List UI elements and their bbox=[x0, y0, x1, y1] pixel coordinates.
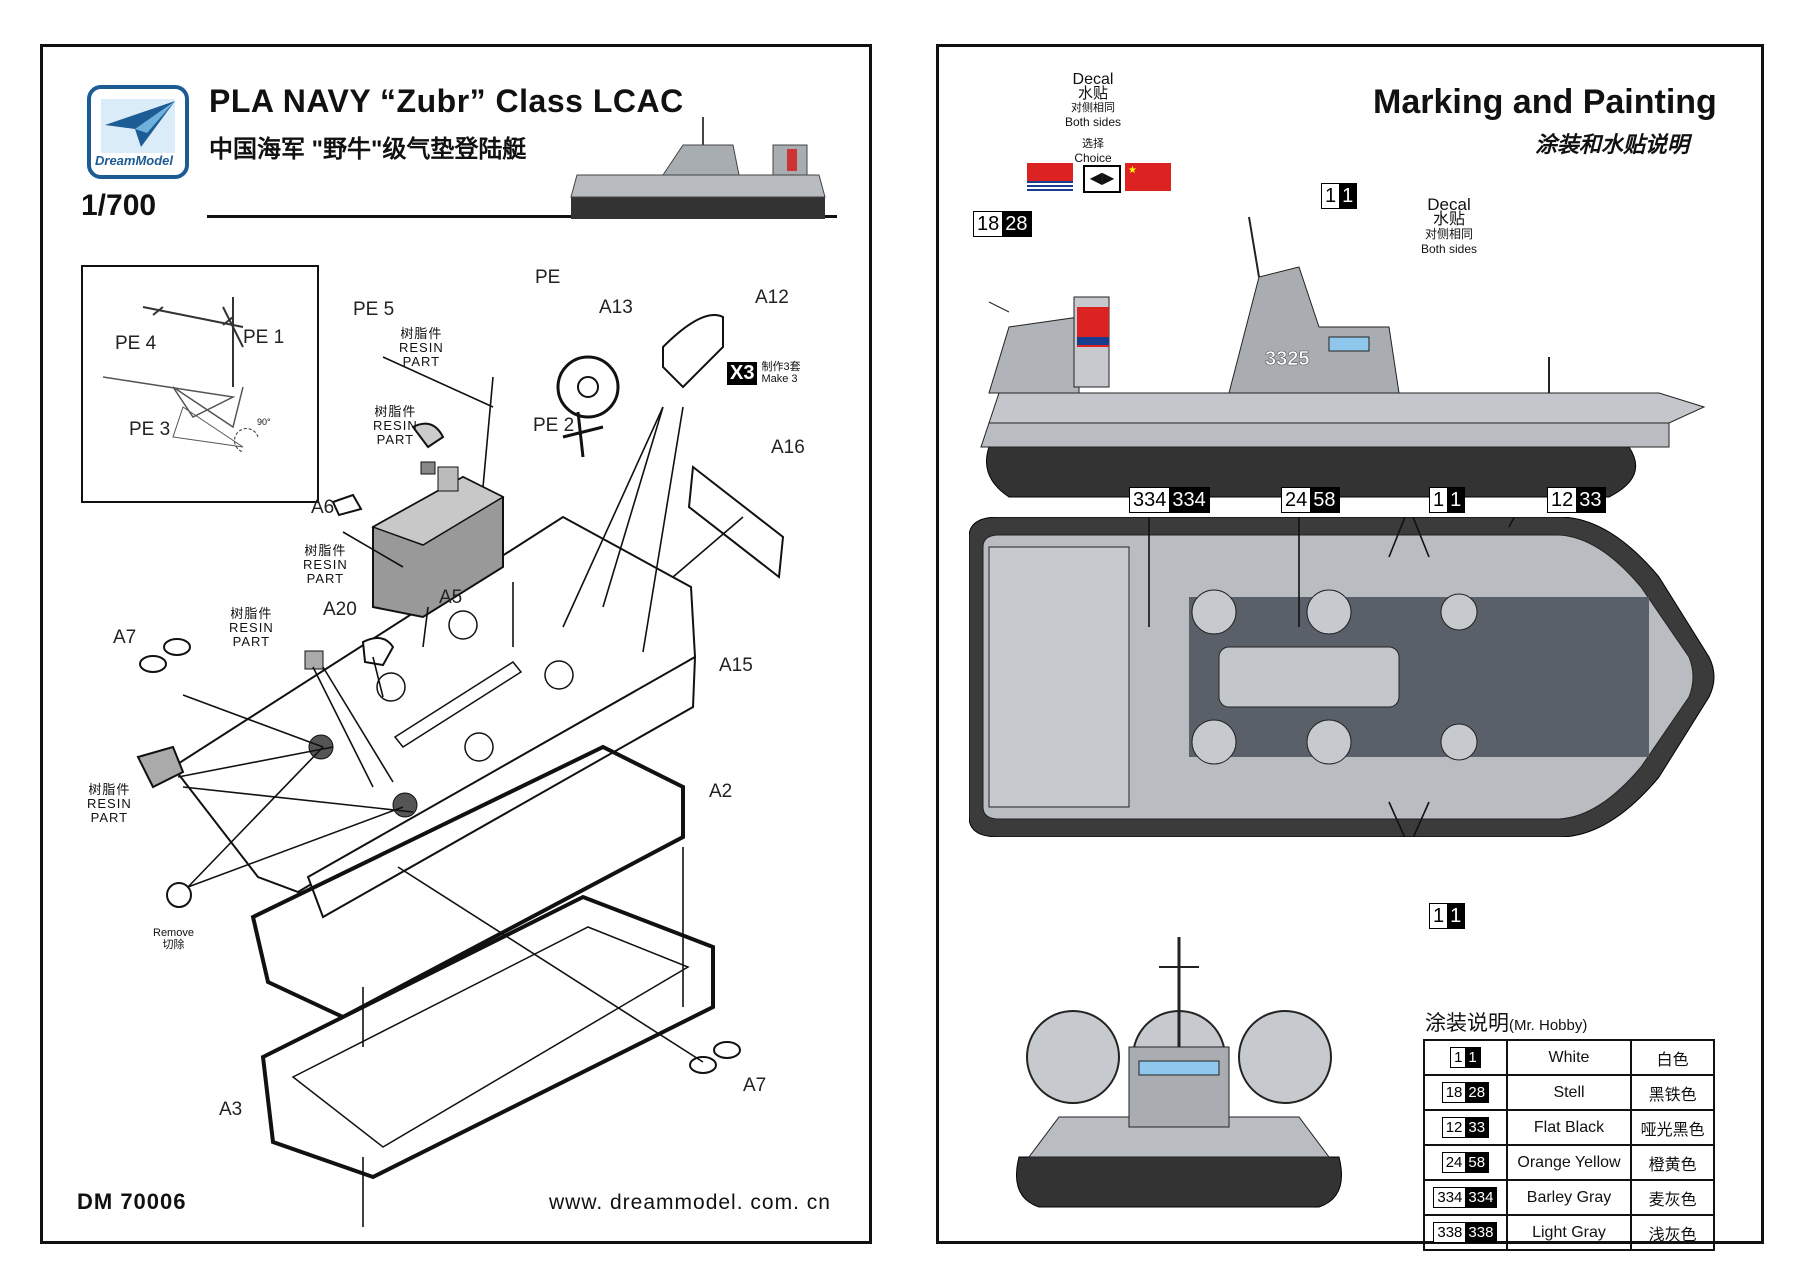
paint-name: White bbox=[1505, 1039, 1633, 1076]
label-a16: A16 bbox=[771, 437, 805, 458]
label-a20: A20 bbox=[323, 599, 357, 620]
title-underline bbox=[207, 215, 837, 218]
label-pe1: PE 1 bbox=[243, 327, 285, 348]
brand-text: DreamModel bbox=[95, 153, 174, 168]
label-pe4: PE 4 bbox=[115, 333, 157, 354]
label-a15: A15 bbox=[719, 655, 753, 676]
paint-name-cn: 浅灰色 bbox=[1630, 1214, 1715, 1251]
exploded-assembly-drawing bbox=[136, 314, 785, 1227]
paint-name: Stell bbox=[1505, 1074, 1633, 1111]
choice-arrow-icon: ◀▶ bbox=[1083, 165, 1121, 193]
label-a6: A6 bbox=[311, 497, 335, 518]
label-a7-upper: A7 bbox=[113, 627, 137, 648]
paint-name: Orange Yellow bbox=[1505, 1144, 1633, 1181]
title-marking-cn: 涂装和水贴说明 bbox=[1535, 132, 1690, 157]
naval-ensign-flag bbox=[1027, 163, 1073, 191]
label-pe: PE bbox=[535, 267, 561, 288]
label-angle: 90° bbox=[257, 417, 271, 427]
title-en: PLA NAVY “Zubr” Class LCAC bbox=[209, 83, 684, 119]
paint-name: Flat Black bbox=[1505, 1109, 1633, 1146]
ship-thumbnail bbox=[570, 117, 826, 219]
label-a2: A2 bbox=[709, 781, 733, 802]
base-part-a3 bbox=[260, 894, 715, 1180]
paint-name: Light Gray bbox=[1505, 1214, 1633, 1251]
paint-name: Barley Gray bbox=[1505, 1179, 1633, 1216]
label-a5: A5 bbox=[439, 587, 463, 608]
paint-name-cn: 黑铁色 bbox=[1630, 1074, 1715, 1111]
label-a13: A13 bbox=[599, 297, 633, 318]
title-marking-en: Marking and Painting bbox=[1373, 83, 1717, 121]
paint-name-cn: 麦灰色 bbox=[1630, 1179, 1715, 1216]
label-a7-lower: A7 bbox=[743, 1075, 767, 1096]
paint-name-cn: 白色 bbox=[1630, 1039, 1715, 1076]
label-pe2: PE 2 bbox=[533, 415, 575, 436]
front-view-drawing bbox=[1016, 937, 1342, 1208]
label-pe3: PE 3 bbox=[129, 419, 171, 440]
side-profile-drawing: 3325 bbox=[980, 216, 1706, 498]
label-a12: A12 bbox=[755, 287, 789, 308]
decal-flag-note: Decal 水贴 对侧相同 Both sides 选择 Choice bbox=[1064, 71, 1122, 166]
paint-name-cn: 橙黄色 bbox=[1630, 1144, 1715, 1181]
fan-cowl-a12 bbox=[662, 314, 724, 389]
national-flag: ★ bbox=[1125, 163, 1171, 191]
paint-table-title: 涂装说明(Mr. Hobby) bbox=[1425, 1012, 1588, 1035]
label-pe5: PE 5 bbox=[353, 299, 395, 320]
skirt-part-a2 bbox=[250, 744, 685, 1020]
decal-hull-note: Decal 水贴 对侧相同 Both sides bbox=[1420, 195, 1478, 256]
marking-painting-panel: Marking and Painting 涂装和水贴说明 Decal 水贴 对侧… bbox=[936, 44, 1764, 1251]
title-cn: 中国海军 "野牛"级气垫登陆艇 bbox=[209, 136, 527, 163]
paint-name-cn: 哑光黑色 bbox=[1630, 1109, 1715, 1146]
scale-label: 1/700 bbox=[81, 189, 157, 222]
website-url: www. dreammodel. com. cn bbox=[549, 1191, 831, 1214]
assembly-instructions-panel: DreamModel PLA NAVY “Zubr” Class LCAC 中国… bbox=[40, 44, 872, 1244]
pe-inset-box: PE 4 PE 1 PE 3 90° bbox=[81, 265, 319, 503]
hull-number-text: 3325 bbox=[1265, 348, 1310, 370]
dreammodel-logo: DreamModel bbox=[87, 85, 189, 179]
top-plan-drawing bbox=[969, 517, 1715, 837]
product-code: DM 70006 bbox=[77, 1189, 187, 1214]
label-a3: A3 bbox=[219, 1099, 243, 1120]
